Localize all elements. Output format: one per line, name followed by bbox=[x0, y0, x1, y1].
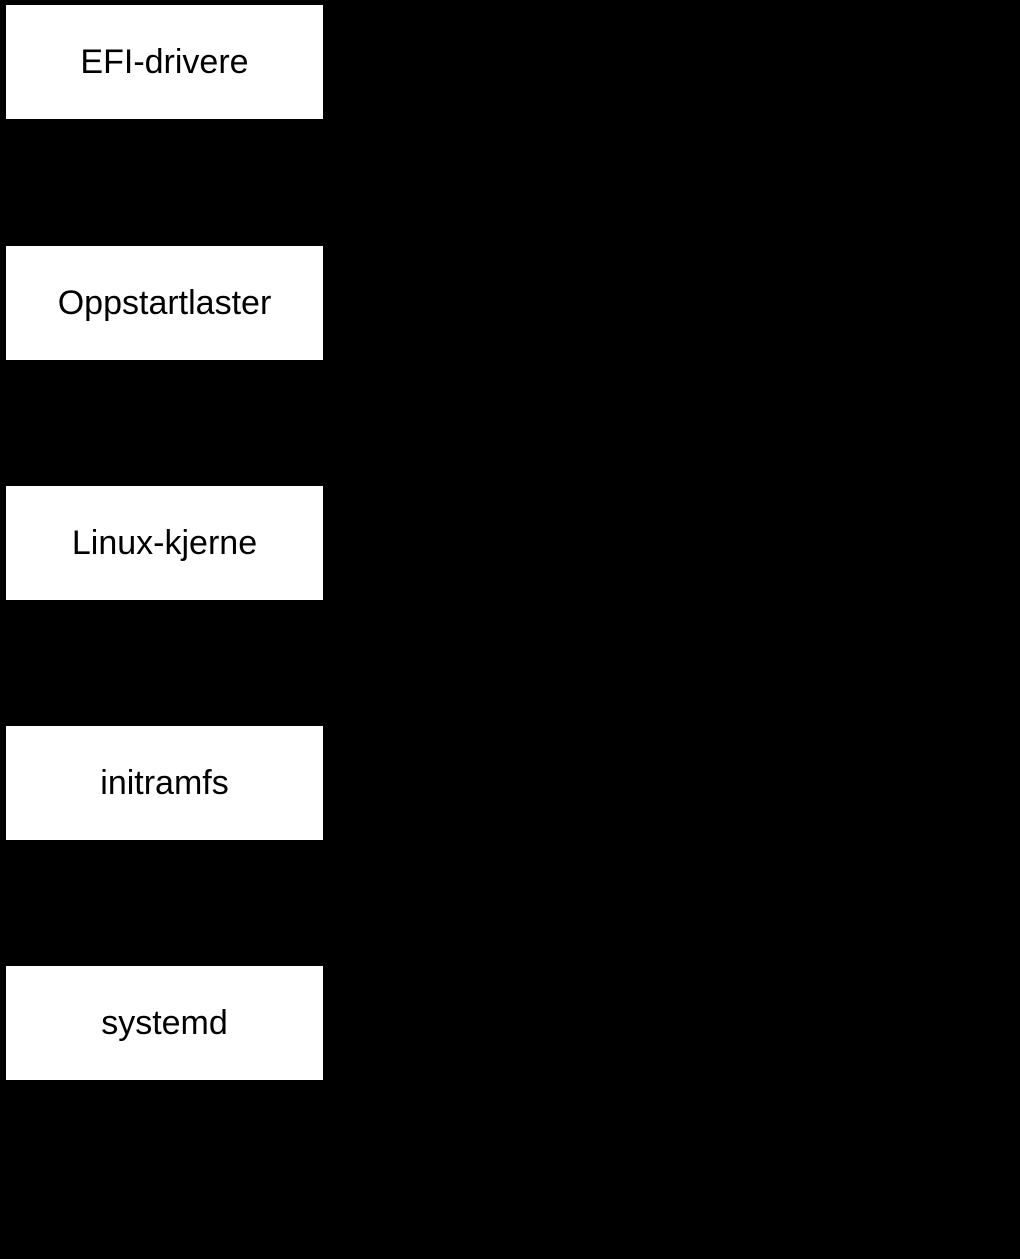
node-systemd: systemd bbox=[6, 966, 323, 1080]
node-oppstartlaster: Oppstartlaster bbox=[6, 246, 323, 360]
node-efi-drivere: EFI-drivere bbox=[6, 5, 323, 119]
node-initramfs: initramfs bbox=[6, 726, 323, 840]
node-efi-drivere-label: EFI-drivere bbox=[80, 43, 249, 81]
node-linux-kjerne: Linux-kjerne bbox=[6, 486, 323, 600]
node-linux-kjerne-label: Linux-kjerne bbox=[71, 524, 258, 562]
node-oppstartlaster-label: Oppstartlaster bbox=[57, 284, 272, 322]
node-systemd-label: systemd bbox=[101, 1004, 228, 1042]
node-initramfs-label: initramfs bbox=[100, 764, 229, 802]
